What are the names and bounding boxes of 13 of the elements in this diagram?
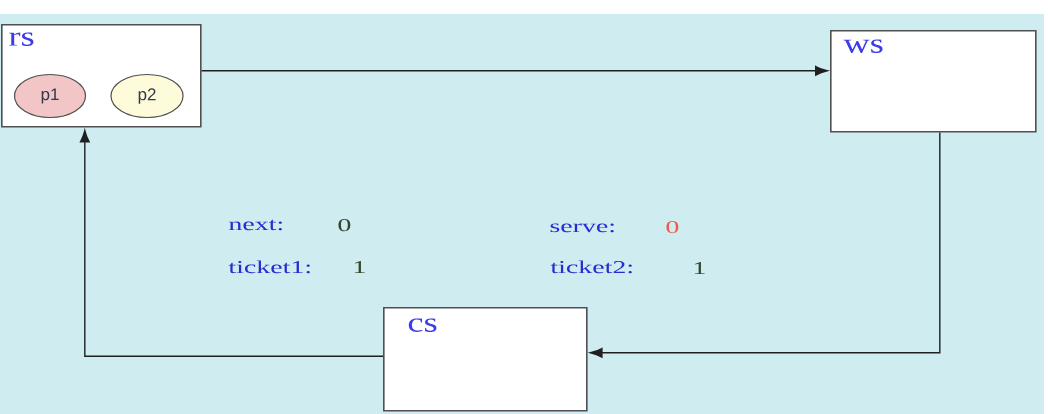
state-box: ws [830,30,1037,133]
arrow [589,131,941,358]
variable-name: next: [229,219,282,231]
variable-value: 0 [666,221,679,234]
variable-value: 0 [338,219,351,232]
arrow [79,129,384,357]
variable-name: serve: [550,223,614,233]
arrow [200,65,828,76]
variable-name: ticket1: [228,260,310,274]
variable-value: 1 [694,262,705,274]
state-box: cs [383,307,588,412]
variable-name: ticket2: [550,260,632,274]
variable-value: 1 [354,261,365,273]
